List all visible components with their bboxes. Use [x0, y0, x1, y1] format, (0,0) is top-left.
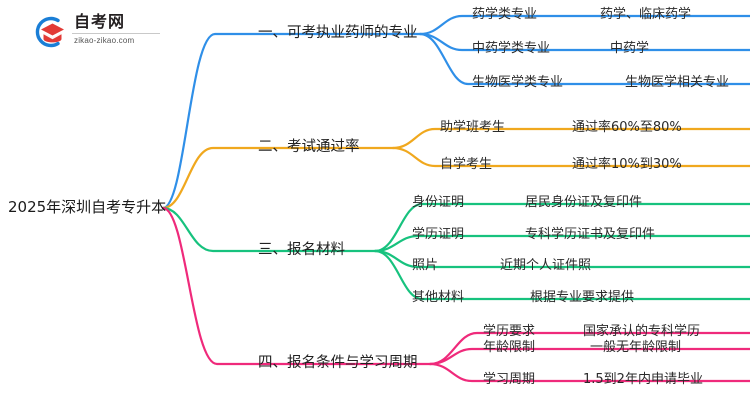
logo-wordmark: 自考网 zikao-zikao.com [72, 12, 160, 46]
branch-3-label[interactable]: 三、报名材料 [258, 242, 345, 258]
branch-4-child-2-label[interactable]: 年龄限制 [483, 340, 536, 355]
branch-3-child-2-value[interactable]: 专科学历证书及复印件 [525, 227, 656, 242]
logo-mark-icon [28, 13, 68, 51]
branch-1-label[interactable]: 一、可考执业药师的专业 [258, 25, 418, 41]
branch-2-child-1-label[interactable]: 助学班考生 [440, 120, 506, 135]
branch-1-child-3-label[interactable]: 生物医学类专业 [472, 75, 564, 90]
branch-3-child-3-label[interactable]: 照片 [412, 258, 439, 273]
site-logo: 自考网 zikao-zikao.com [28, 10, 160, 54]
branch-1-child-3-value[interactable]: 生物医学相关专业 [625, 75, 730, 90]
branch-2-child-2-label[interactable]: 自学考生 [440, 157, 493, 172]
branch-4-label[interactable]: 四、报名条件与学习周期 [258, 355, 418, 371]
branch-2-child-1-value[interactable]: 通过率60%至80% [572, 120, 682, 135]
logo-url: zikao-zikao.com [74, 36, 135, 45]
branch-3-child-1-label[interactable]: 身份证明 [412, 195, 465, 210]
branch-edges-1 [161, 14, 750, 210]
branch-3-child-4-label[interactable]: 其他材料 [412, 290, 465, 305]
branch-3-child-3-value[interactable]: 近期个人证件照 [500, 258, 592, 273]
branch-edges-4 [161, 206, 750, 383]
branch-edges-2 [161, 127, 750, 210]
branch-1-child-2-value[interactable]: 中药学 [610, 41, 650, 56]
branch-1-child-2-label[interactable]: 中药学类专业 [472, 41, 551, 56]
branch-1-child-1-value[interactable]: 药学、临床药学 [600, 7, 692, 22]
branch-edges-3 [161, 202, 750, 301]
mindmap-root-node[interactable]: 2025年深圳自考专升本 [8, 198, 167, 216]
branch-2-label[interactable]: 二、考试通过率 [258, 139, 360, 155]
branch-4-child-3-label[interactable]: 学习周期 [483, 372, 536, 387]
branch-4-child-3-value[interactable]: 1.5到2年内申请毕业 [583, 372, 703, 387]
branch-3-child-2-label[interactable]: 学历证明 [412, 227, 465, 242]
logo-brand-name: 自考网 [74, 12, 126, 31]
branch-3-child-4-value[interactable]: 根据专业要求提供 [530, 290, 635, 305]
branch-4-child-2-value[interactable]: 一般无年龄限制 [590, 340, 682, 355]
branch-4-child-1-label[interactable]: 学历要求 [483, 324, 536, 339]
branch-4-child-1-value[interactable]: 国家承认的专科学历 [583, 324, 701, 339]
logo-divider [72, 33, 160, 34]
branch-2-child-2-value[interactable]: 通过率10%到30% [572, 157, 682, 172]
branch-1-child-1-label[interactable]: 药学类专业 [472, 7, 538, 22]
branch-3-child-1-value[interactable]: 居民身份证及复印件 [525, 195, 643, 210]
